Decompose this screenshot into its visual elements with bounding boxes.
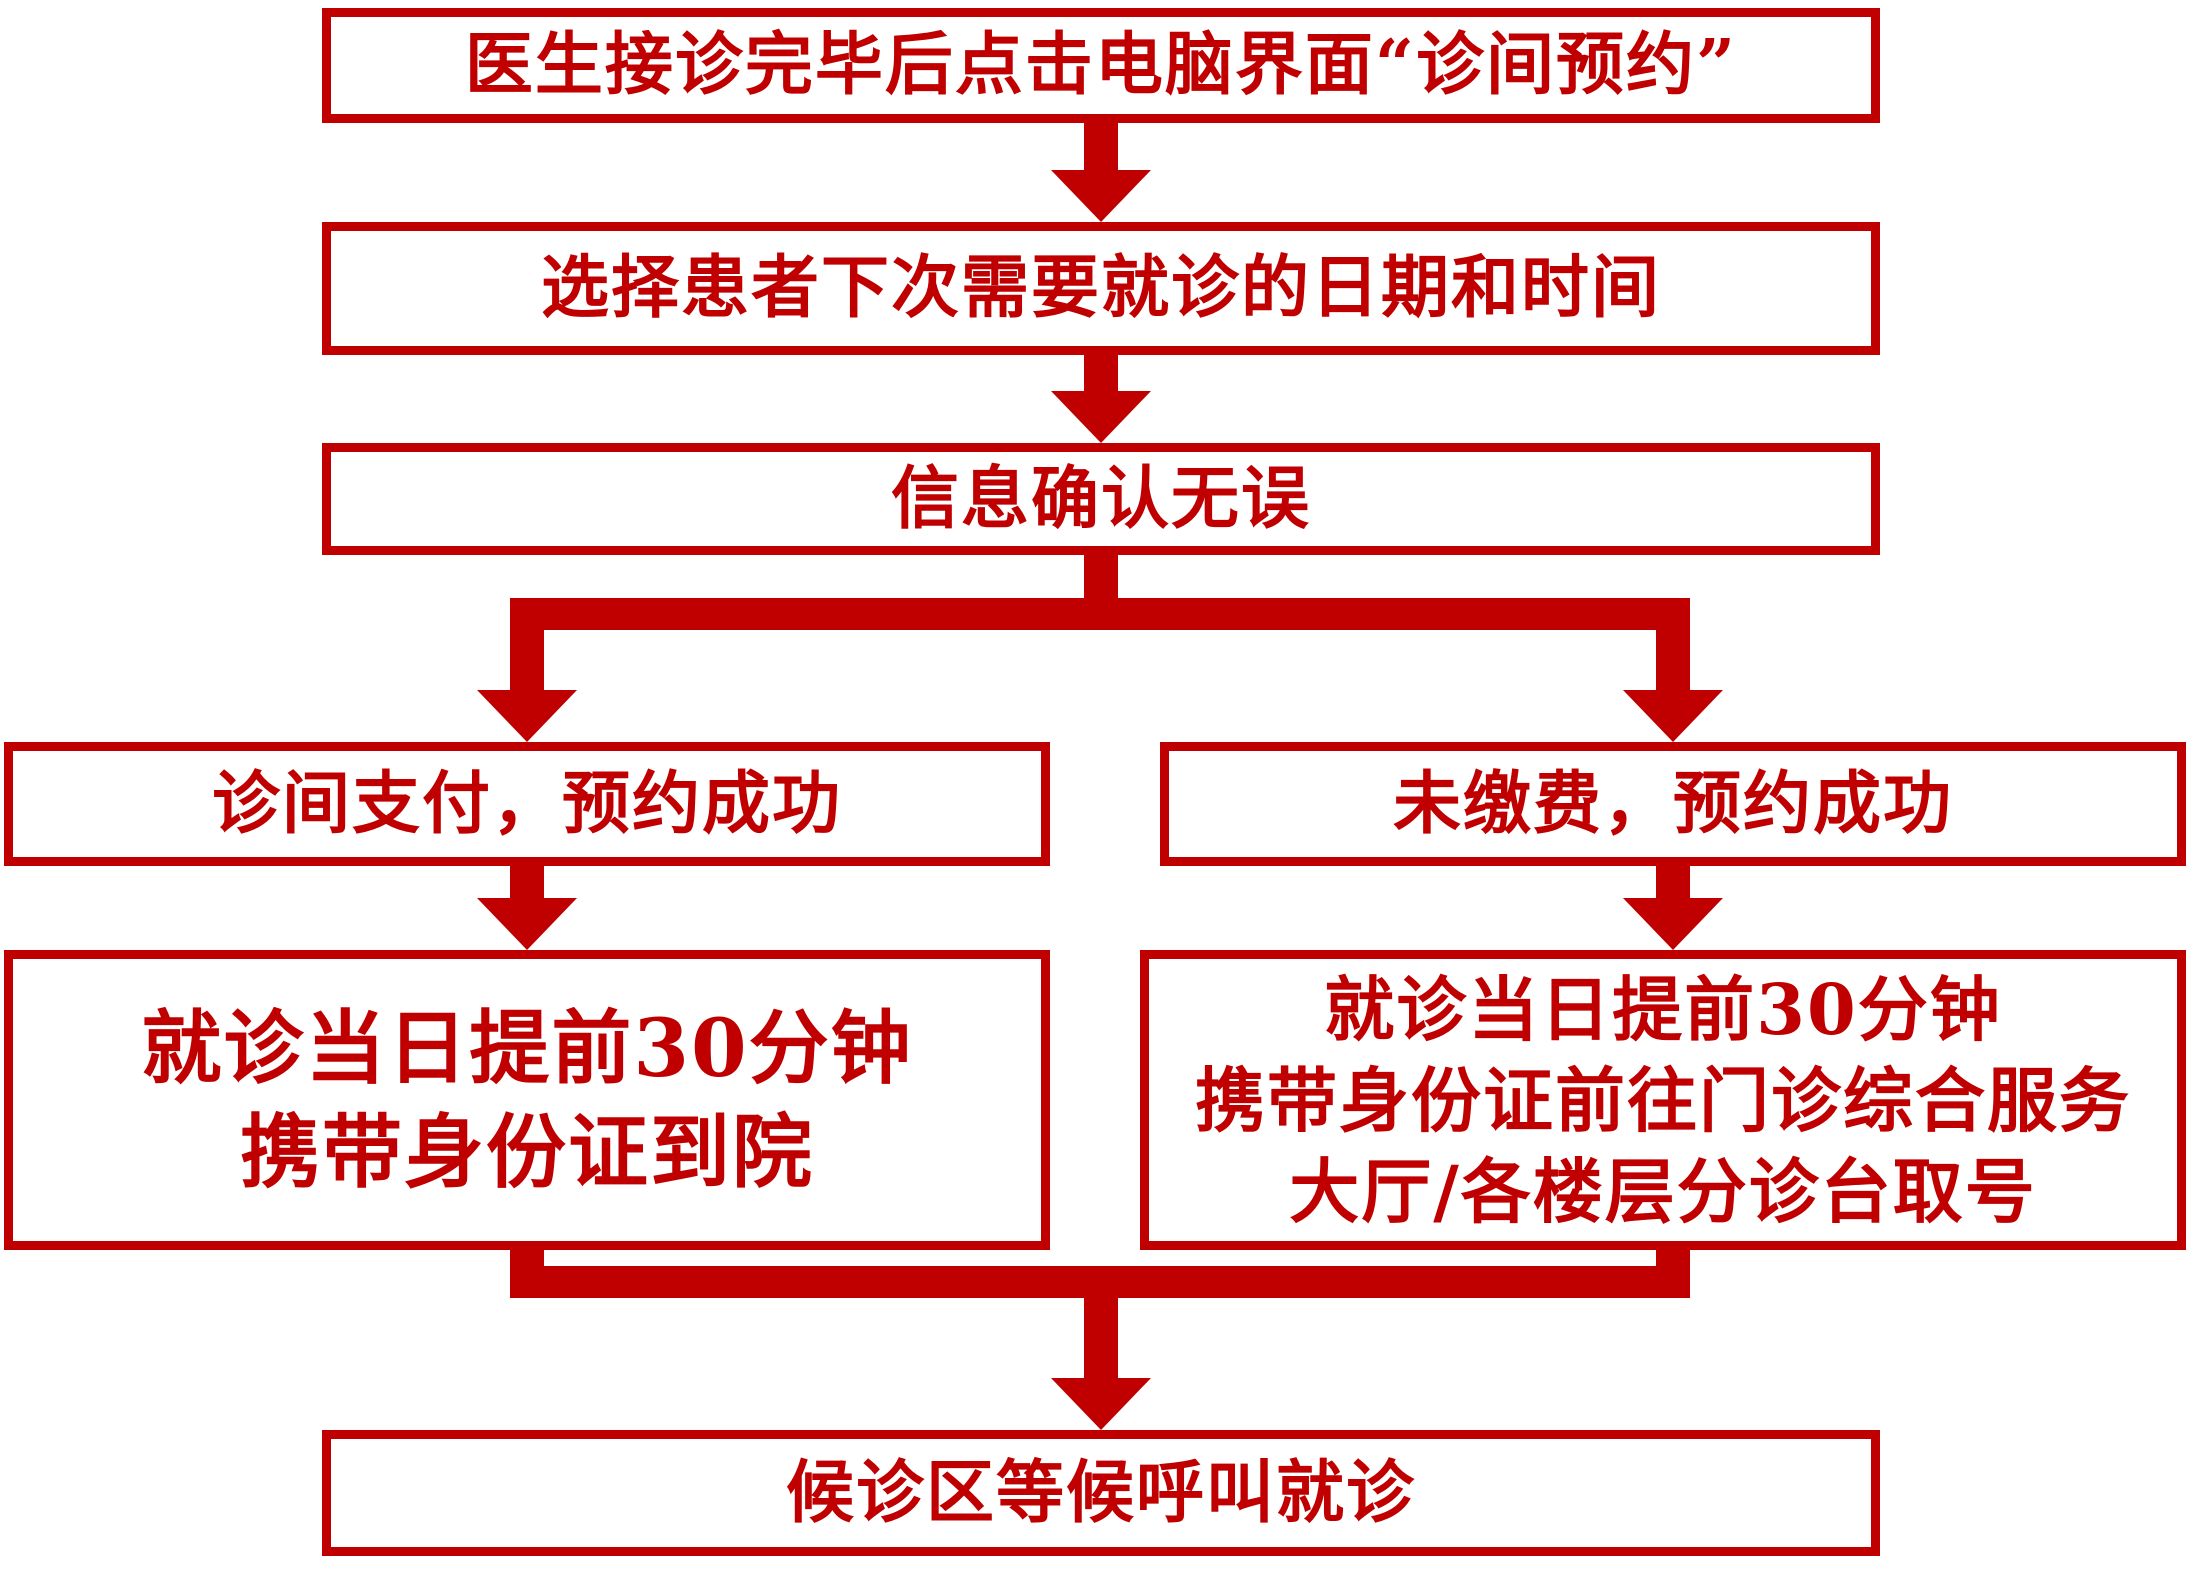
node-doctor-click-appointment-label: 医生接诊完毕后点击电脑界面“诊间预约” xyxy=(464,25,1738,106)
down-arrow-icon xyxy=(1623,628,1723,742)
node-inroom-payment-success-label: 诊间支付，预约成功 xyxy=(211,763,842,844)
arrow-head xyxy=(1051,170,1151,222)
split-connector-stub xyxy=(1084,553,1118,603)
node-arrive-hospital-with-id: 就诊当日提前30分钟 携带身份证到院 xyxy=(4,950,1050,1250)
arrow-head xyxy=(477,690,577,742)
arrow-shaft xyxy=(510,628,544,692)
node-confirm-info: 信息确认无误 xyxy=(322,443,1880,555)
node-waiting-area-call: 候诊区等候呼叫就诊 xyxy=(322,1430,1880,1556)
down-arrow-icon xyxy=(1051,1296,1151,1430)
down-arrow-icon xyxy=(1051,123,1151,222)
arrow-head xyxy=(1051,1378,1151,1430)
node-select-datetime: 选择患者下次需要就诊的日期和时间 xyxy=(322,222,1880,355)
arrow-head xyxy=(1051,391,1151,443)
node-take-number-line1: 就诊当日提前30分钟 xyxy=(1324,967,2002,1051)
down-arrow-icon xyxy=(477,866,577,950)
node-arrive-hospital-line1: 就诊当日提前30分钟 xyxy=(141,1001,913,1095)
arrow-shaft xyxy=(1084,355,1118,393)
node-unpaid-success: 未缴费，预约成功 xyxy=(1160,742,2186,866)
arrow-head xyxy=(1623,898,1723,950)
node-unpaid-success-label: 未缴费，预约成功 xyxy=(1392,763,1953,844)
arrow-shaft xyxy=(1084,123,1118,172)
arrow-shaft xyxy=(1656,628,1690,692)
node-select-datetime-label: 选择患者下次需要就诊的日期和时间 xyxy=(540,248,1661,329)
node-doctor-click-appointment: 医生接诊完毕后点击电脑界面“诊间预约” xyxy=(322,8,1880,123)
arrow-shaft xyxy=(510,866,544,900)
node-take-number-line3: 大厅/各楼层分诊台取号 xyxy=(1289,1149,2037,1233)
down-arrow-icon xyxy=(1623,866,1723,950)
node-confirm-info-label: 信息确认无误 xyxy=(890,458,1311,539)
node-waiting-area-call-label: 候诊区等候呼叫就诊 xyxy=(785,1452,1416,1533)
arrow-head xyxy=(1623,690,1723,742)
node-take-number-at-desk: 就诊当日提前30分钟 携带身份证前往门诊综合服务 大厅/各楼层分诊台取号 xyxy=(1140,950,2186,1250)
merge-connector-bar xyxy=(510,1266,1690,1298)
split-connector-bar xyxy=(510,598,1690,630)
arrow-shaft xyxy=(1656,866,1690,900)
node-take-number-line2: 携带身份证前往门诊综合服务 xyxy=(1195,1058,2131,1142)
down-arrow-icon xyxy=(1051,355,1151,443)
arrow-shaft xyxy=(1084,1296,1118,1380)
node-arrive-hospital-line2: 携带身份证到院 xyxy=(240,1105,814,1199)
arrow-head xyxy=(477,898,577,950)
node-inroom-payment-success: 诊间支付，预约成功 xyxy=(4,742,1050,866)
down-arrow-icon xyxy=(477,628,577,742)
